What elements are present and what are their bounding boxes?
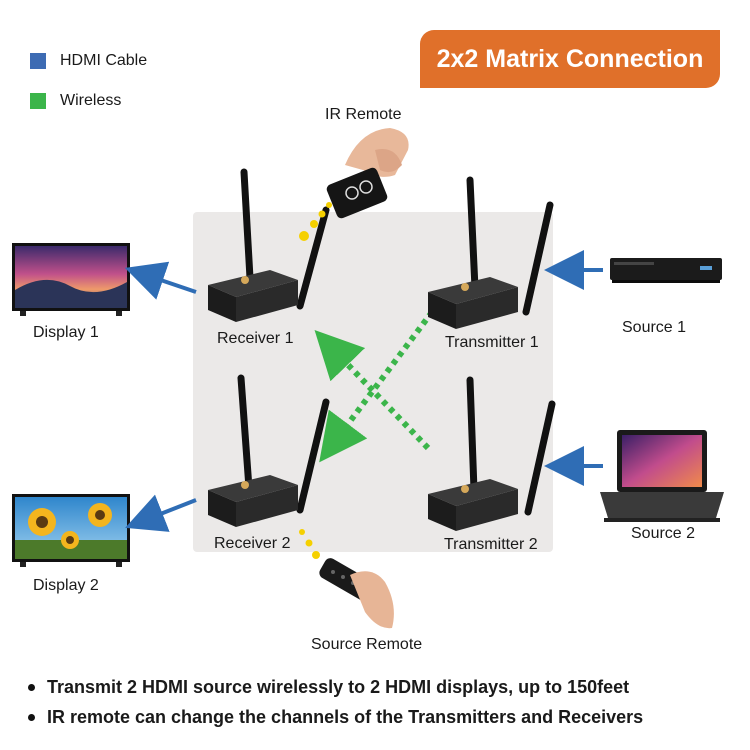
label-source-remote: Source Remote [311, 636, 423, 653]
feature-item: Transmit 2 HDMI source wirelessly to 2 H… [28, 672, 738, 702]
ir-signal-top [299, 202, 332, 241]
label-ir-remote: IR Remote [325, 106, 402, 123]
feature-text: Transmit 2 HDMI source wirelessly to 2 H… [47, 676, 630, 697]
bullet-dot [28, 683, 35, 691]
wireless-arrow-transmitter2-receiver1 [314, 330, 431, 451]
legend-swatch-wireless [30, 93, 46, 109]
wireless-arrow-transmitter1-receiver2 [319, 310, 435, 463]
legend-label-hdmi: HDMI Cable [60, 52, 148, 69]
label-transmitter2: Transmitter 2 [444, 536, 538, 553]
legend-label-wireless: Wireless [60, 92, 122, 109]
diagram-title: 2x2 Matrix Connection [420, 30, 720, 88]
label-source1: Source 1 [622, 319, 687, 336]
legend-wireless: Wireless [30, 92, 121, 110]
label-source2: Source 2 [631, 525, 696, 542]
feature-text: IR remote can change the channels of the… [47, 706, 644, 727]
transmitter2-device [428, 376, 556, 531]
display2-tv [12, 494, 130, 567]
transmitter1-device [428, 176, 554, 329]
legend-hdmi: HDMI Cable [30, 52, 147, 70]
source2-laptop [600, 430, 724, 522]
source1-player [610, 258, 722, 283]
label-receiver2: Receiver 2 [214, 535, 291, 552]
label-receiver1: Receiver 1 [217, 330, 294, 347]
label-display1: Display 1 [33, 324, 99, 341]
feature-item: IR remote can change the channels of the… [28, 702, 738, 732]
feature-list: Transmit 2 HDMI source wirelessly to 2 H… [28, 672, 738, 732]
bullet-dot [28, 713, 35, 721]
legend-swatch-hdmi [30, 53, 46, 69]
ir-remote [326, 128, 409, 219]
display1-tv [12, 243, 130, 316]
receiver1-device [208, 168, 330, 322]
hdmi-arrow-receiver1-display1 [124, 261, 197, 300]
hdmi-arrow-receiver2-display2 [125, 494, 197, 532]
receiver2-device [208, 374, 330, 527]
ir-signal-bottom [299, 529, 320, 559]
source-remote [319, 558, 394, 629]
label-transmitter1: Transmitter 1 [445, 334, 539, 351]
label-display2: Display 2 [33, 577, 99, 594]
